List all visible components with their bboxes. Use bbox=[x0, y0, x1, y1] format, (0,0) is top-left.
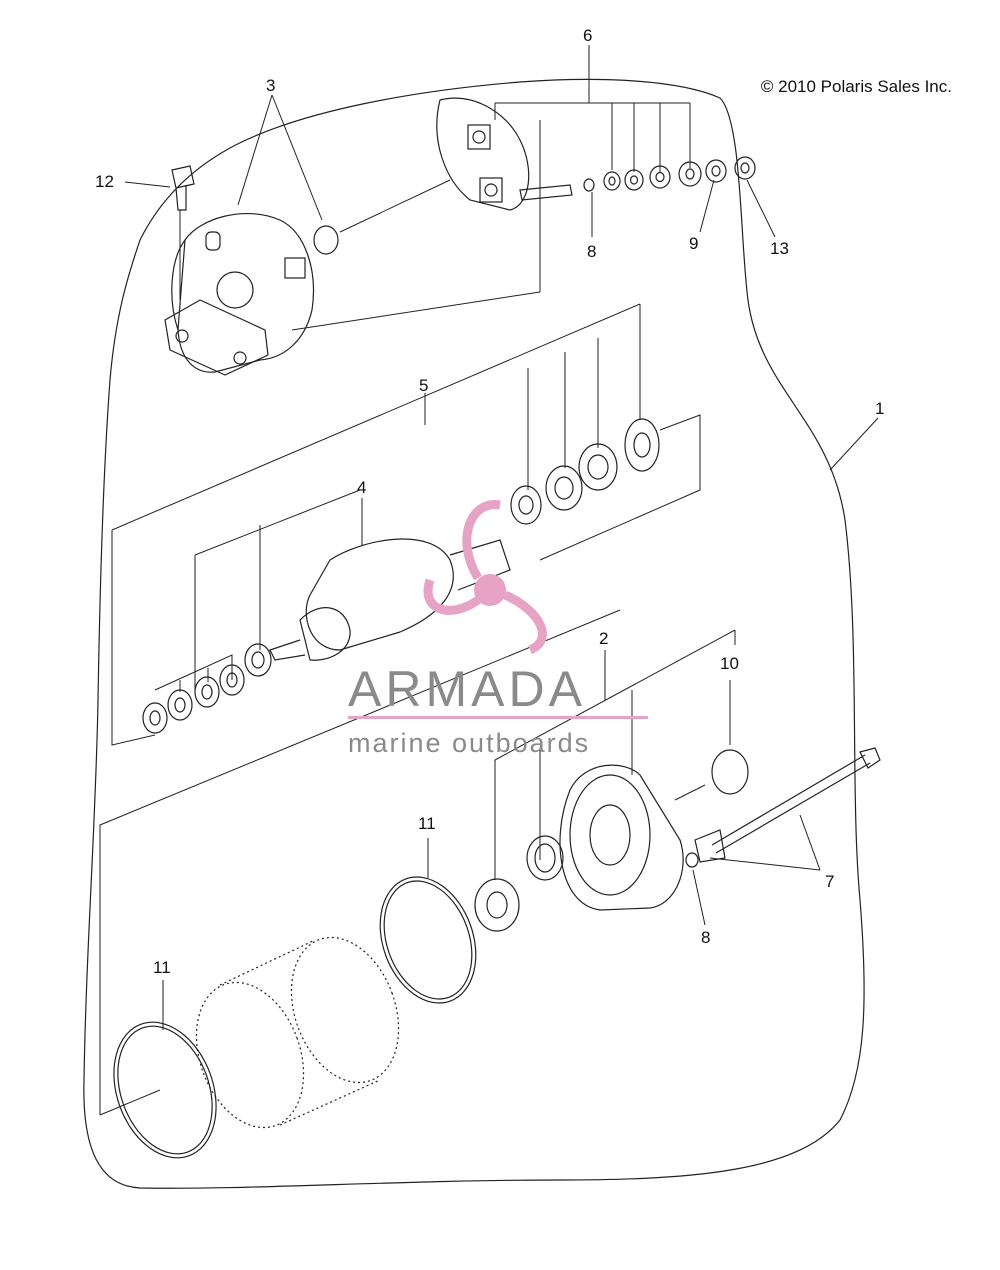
yoke-housing bbox=[195, 936, 400, 1129]
o-ring-lower bbox=[113, 1021, 217, 1159]
small-washers bbox=[583, 156, 756, 192]
callout-1: 1 bbox=[875, 399, 885, 418]
callout-11-lower: 11 bbox=[153, 958, 171, 977]
callout-2: 2 bbox=[599, 629, 609, 648]
watermark-divider bbox=[348, 716, 648, 719]
callout-8-bottom: 8 bbox=[701, 928, 711, 947]
callout-9: 9 bbox=[689, 234, 699, 253]
callout-13: 13 bbox=[770, 239, 789, 258]
watermark-title: ARMADA bbox=[348, 661, 586, 717]
o-ring-upper bbox=[379, 876, 477, 1004]
callout-5: 5 bbox=[419, 376, 429, 395]
through-bolt bbox=[685, 747, 881, 868]
o-ring-upper-inner bbox=[383, 880, 473, 1000]
callout-3: 3 bbox=[266, 76, 276, 95]
end-cap-housing bbox=[164, 212, 315, 376]
callout-12: 12 bbox=[95, 172, 114, 191]
callout-7: 7 bbox=[825, 872, 835, 891]
kit-outline bbox=[83, 78, 865, 1189]
bolt-12 bbox=[171, 165, 195, 211]
armature-washers bbox=[142, 418, 660, 734]
callout-8-top: 8 bbox=[587, 242, 597, 261]
callout-6: 6 bbox=[583, 26, 593, 45]
o-ring-lower-inner bbox=[117, 1025, 213, 1155]
plug bbox=[711, 749, 749, 795]
callout-10: 10 bbox=[720, 654, 739, 673]
watermark-logo-icon bbox=[423, 500, 547, 655]
callout-11-upper: 11 bbox=[418, 814, 436, 833]
brush-holder bbox=[436, 97, 573, 211]
drive-end-housing bbox=[474, 764, 684, 932]
copyright-notice: © 2010 Polaris Sales Inc. bbox=[760, 77, 952, 96]
leader-lines bbox=[99, 45, 879, 1116]
bushing bbox=[313, 225, 339, 255]
watermark-subtitle: marine outboards bbox=[348, 728, 591, 758]
callout-4: 4 bbox=[357, 478, 367, 497]
